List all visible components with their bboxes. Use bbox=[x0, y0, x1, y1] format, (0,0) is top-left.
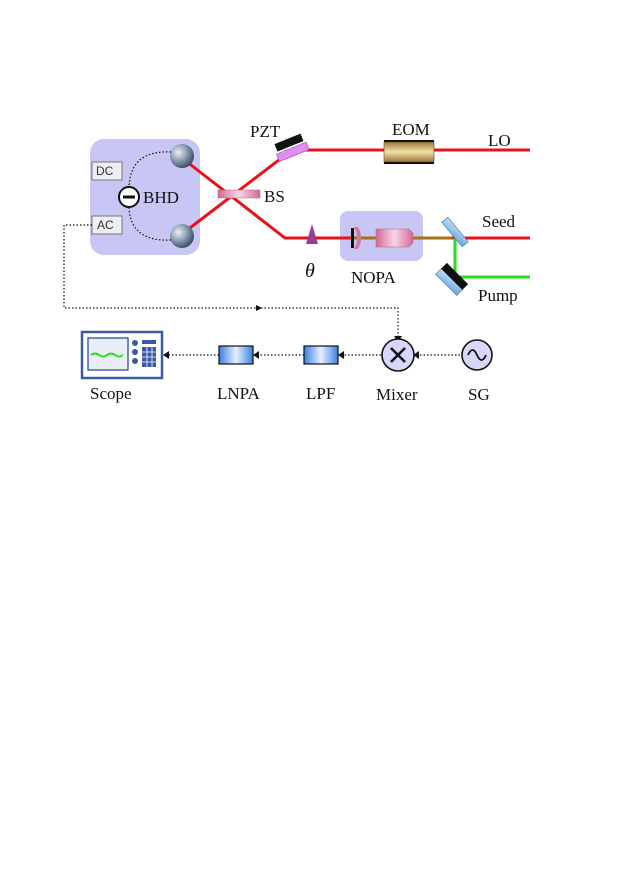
mixer-icon bbox=[381, 338, 415, 372]
beam-splitter bbox=[217, 189, 261, 199]
seed-mirror bbox=[441, 216, 469, 248]
bhd-label: BHD bbox=[143, 188, 179, 207]
phase-wedge bbox=[306, 224, 318, 244]
lnpa-label: LNPA bbox=[217, 384, 261, 403]
scope-label: Scope bbox=[90, 384, 132, 403]
signal-generator-icon bbox=[461, 339, 493, 371]
ac-label: AC bbox=[97, 218, 114, 232]
theta-label: θ bbox=[305, 260, 315, 282]
nopa-cavity bbox=[351, 227, 414, 249]
eom bbox=[383, 140, 435, 164]
pump-label: Pump bbox=[478, 286, 518, 305]
seed-label: Seed bbox=[482, 212, 516, 231]
mixer-label: Mixer bbox=[376, 385, 418, 404]
pzt-mirror bbox=[274, 133, 310, 162]
bs-label: BS bbox=[264, 187, 285, 206]
ac-signal-path bbox=[63, 224, 399, 337]
bhd-detector-bottom bbox=[170, 224, 194, 248]
bhd-arc-top bbox=[128, 151, 172, 187]
minus-icon bbox=[123, 195, 135, 199]
lnpa-box bbox=[218, 345, 254, 365]
eom-label: EOM bbox=[392, 120, 430, 139]
lpf-label: LPF bbox=[306, 384, 335, 403]
nopa-label: NOPA bbox=[351, 268, 396, 287]
pump-mirror bbox=[435, 262, 469, 296]
signal-arrow bbox=[256, 305, 262, 311]
dc-port bbox=[91, 161, 123, 181]
lpf-box bbox=[303, 345, 339, 365]
bhd-arc-bottom bbox=[128, 207, 172, 241]
sg-label: SG bbox=[468, 385, 490, 404]
dc-label: DC bbox=[96, 164, 114, 178]
pump-beam bbox=[453, 238, 530, 279]
oscilloscope-icon bbox=[80, 330, 164, 380]
bhd-detector-top bbox=[170, 144, 194, 169]
lo-label: LO bbox=[488, 131, 511, 150]
pzt-label: PZT bbox=[250, 122, 281, 141]
